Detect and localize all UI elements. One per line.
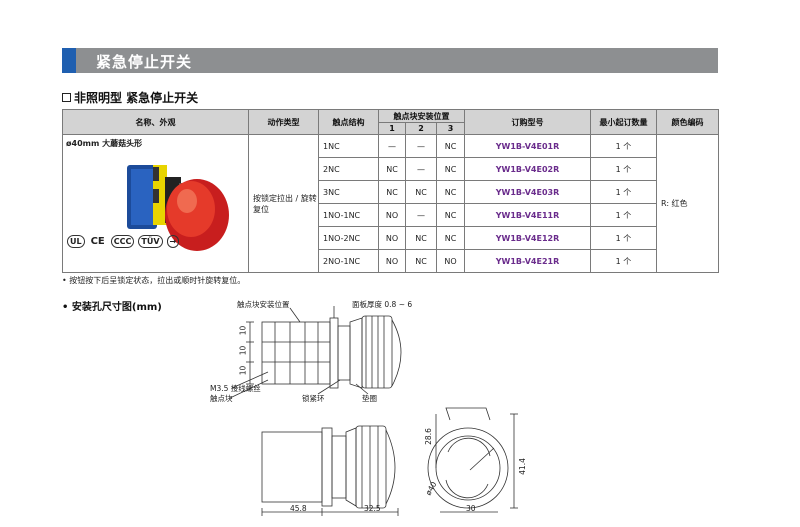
label-lock-ring: 锁紧环 bbox=[302, 394, 325, 403]
order-cell: YW1B-V4E11R bbox=[464, 203, 591, 227]
header-contact-structure: 触点结构 bbox=[318, 109, 379, 135]
pos2-cell: — bbox=[405, 157, 437, 181]
qty-cell: 1 个 bbox=[590, 203, 657, 227]
pos3-cell: NC bbox=[436, 203, 465, 227]
order-cell: YW1B-V4E03R bbox=[464, 180, 591, 204]
arrow-mark-icon: → bbox=[166, 235, 180, 248]
pos1-cell: — bbox=[378, 134, 406, 158]
header-action: 动作类型 bbox=[248, 109, 319, 135]
header-position-1: 1 bbox=[378, 122, 406, 135]
page-title: 紧急停止开关 bbox=[96, 53, 193, 71]
panel bbox=[329, 317, 339, 389]
header-order-no: 订购型号 bbox=[464, 109, 591, 135]
label-contact-block-position: 触点块安装位置 bbox=[237, 300, 290, 309]
header-position-2: 2 bbox=[405, 122, 437, 135]
tuv-mark-icon: TÜV bbox=[138, 235, 163, 248]
dimension-title: • 安装孔尺寸图(mm) bbox=[62, 302, 162, 313]
pos2-cell: NC bbox=[405, 180, 437, 204]
dim-30: 30 bbox=[466, 504, 476, 513]
qty-cell: 1 个 bbox=[590, 134, 657, 158]
mushroom-head bbox=[361, 315, 393, 389]
ul-mark-icon: UL bbox=[67, 235, 85, 248]
qty-cell: 1 个 bbox=[590, 226, 657, 250]
table-row: 2NO-1NC NO NC NO YW1B-V4E21R 1 个 bbox=[63, 249, 719, 273]
section-subtitle-text: 非照明型 紧急停止开关 bbox=[74, 91, 199, 105]
qty-cell: 1 个 bbox=[590, 249, 657, 273]
action-type-cell: 按锁定拉出 / 旋转复位 bbox=[248, 134, 319, 273]
label-panel-thickness: 面板厚度 0.8 ~ 6 bbox=[352, 300, 413, 309]
banner-accent bbox=[62, 48, 76, 73]
contact-cell: 2NO-1NC bbox=[318, 249, 379, 273]
order-cell: YW1B-V4E02R bbox=[464, 157, 591, 181]
bottom-body bbox=[261, 431, 323, 503]
order-cell: YW1B-V4E21R bbox=[464, 249, 591, 273]
dim-dia-40: ø40 bbox=[423, 480, 439, 497]
pos3-cell: NC bbox=[436, 157, 465, 181]
dim-10-a: 10 bbox=[238, 325, 248, 336]
checkbox-square-icon bbox=[62, 93, 71, 102]
front-view-circle bbox=[427, 427, 509, 509]
pos2-cell: NC bbox=[405, 226, 437, 250]
pos3-cell: NO bbox=[436, 249, 465, 273]
pos3-cell: NC bbox=[436, 134, 465, 158]
contact-cell: 1NC bbox=[318, 134, 379, 158]
label-contact-block: 触点块 bbox=[210, 394, 233, 403]
header-min-qty: 最小起订数量 bbox=[590, 109, 657, 135]
qty-cell: 1 个 bbox=[590, 157, 657, 181]
pos2-cell: — bbox=[405, 203, 437, 227]
header-contact-block-position: 触点块安装位置 bbox=[378, 109, 465, 123]
dim-28-6: 28.6 bbox=[423, 428, 433, 445]
pos1-cell: NC bbox=[378, 157, 406, 181]
product-label: ø40mm 大蘑菇头形 bbox=[66, 139, 143, 148]
contact-cell: 1NO-1NC bbox=[318, 203, 379, 227]
ccc-mark-icon: CCC bbox=[110, 235, 135, 248]
dim-10-c: 10 bbox=[238, 365, 248, 376]
label-washer: 垫圈 bbox=[362, 394, 377, 403]
header-color-code: 颜色编码 bbox=[656, 109, 719, 135]
contact-block-body bbox=[261, 321, 331, 385]
pos1-cell: NO bbox=[378, 203, 406, 227]
certification-marks: UL CE CCC TÜV → bbox=[67, 235, 180, 248]
dim-41-4: 41.4 bbox=[517, 458, 527, 475]
spec-table: 名称、外观 动作类型 触点结构 触点块安装位置 订购型号 最小起订数量 颜色编码… bbox=[62, 109, 719, 273]
pos1-cell: NO bbox=[378, 226, 406, 250]
section-subtitle: 非照明型 紧急停止开关 bbox=[62, 89, 198, 106]
order-cell: YW1B-V4E01R bbox=[464, 134, 591, 158]
contact-cell: 2NC bbox=[318, 157, 379, 181]
mushroom-button-image bbox=[127, 165, 229, 251]
pos2-cell: NC bbox=[405, 249, 437, 273]
header-name: 名称、外观 bbox=[62, 109, 249, 135]
contact-cell: 3NC bbox=[318, 180, 379, 204]
qty-cell: 1 个 bbox=[590, 180, 657, 204]
dim-10-b: 10 bbox=[238, 345, 248, 356]
footnote: • 按钮按下后呈锁定状态，拉出或顺时针旋转复位。 bbox=[62, 276, 246, 285]
section-banner: 紧急停止开关 bbox=[62, 48, 718, 73]
order-cell: YW1B-V4E12R bbox=[464, 226, 591, 250]
ce-mark-icon: CE bbox=[90, 236, 105, 247]
table-row: ø40mm 大蘑菇头形 UL CE CCC T bbox=[62, 134, 719, 273]
color-code-cell: R: 红色 bbox=[656, 134, 719, 273]
pos1-cell: NO bbox=[378, 249, 406, 273]
product-cell: ø40mm 大蘑菇头形 UL CE CCC T bbox=[62, 134, 249, 273]
contact-cell: 1NO-2NC bbox=[318, 226, 379, 250]
table-row: 1NO-2NC NO NC NC YW1B-V4E12R 1 个 bbox=[63, 226, 719, 250]
dim-32-5: 32.5 bbox=[364, 504, 381, 513]
pos3-cell: NC bbox=[436, 226, 465, 250]
header-position-3: 3 bbox=[436, 122, 465, 135]
label-screw: M3.5 接线螺丝 bbox=[210, 384, 261, 393]
pos2-cell: — bbox=[405, 134, 437, 158]
pos1-cell: NC bbox=[378, 180, 406, 204]
dim-45-8: 45.8 bbox=[290, 504, 307, 513]
pos3-cell: NC bbox=[436, 180, 465, 204]
